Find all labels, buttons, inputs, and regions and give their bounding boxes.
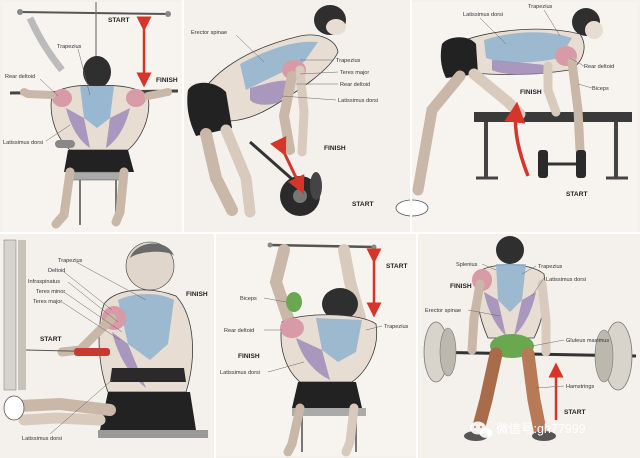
label-deltoid: Deltoid bbox=[48, 268, 65, 274]
label-erector-spinae: Erector spinae bbox=[191, 30, 227, 36]
panel-bent-over-row: Erector spinae Trapezius Teres major Rea… bbox=[184, 2, 410, 232]
panel-seated-cable-row: Trapezius Deltoid Infraspinatus Teres mi… bbox=[2, 234, 214, 456]
watermark-text: 微信号:gh77999 bbox=[496, 422, 586, 436]
label-splenius: Splenius bbox=[456, 262, 478, 268]
panel-chin-up: Biceps Rear deltoid Latissimus dorsi Tra… bbox=[216, 234, 416, 457]
label-teres-major: Teres major bbox=[33, 299, 62, 305]
panel-one-arm-row: Latissimus dorsi Trapezius Rear deltoid … bbox=[395, 2, 638, 232]
wechat-icon bbox=[470, 421, 493, 438]
label-rear-deltoid: Rear deltoid bbox=[584, 64, 614, 70]
label-gluteus-maximus: Gluteus maximus bbox=[566, 338, 609, 344]
label-trapezius: Trapezius bbox=[58, 258, 83, 264]
marker-start: START bbox=[108, 17, 130, 24]
label-trapezius: Trapezius bbox=[336, 58, 361, 64]
marker-start: START bbox=[40, 336, 62, 343]
label-teres-minor: Teres minor bbox=[36, 289, 65, 295]
marker-finish: FINISH bbox=[450, 283, 472, 290]
marker-start: START bbox=[352, 201, 374, 208]
label-latissimus-dorsi: Latissimus dorsi bbox=[3, 140, 43, 146]
marker-finish: FINISH bbox=[520, 89, 542, 96]
marker-finish: FINISH bbox=[324, 145, 346, 152]
label-rear-deltoid: Rear deltoid bbox=[224, 328, 254, 334]
marker-start: START bbox=[564, 409, 586, 416]
label-hamstrings: Hamstrings bbox=[566, 384, 594, 390]
label-biceps: Biceps bbox=[240, 296, 257, 302]
label-trapezius: Trapezius bbox=[384, 324, 409, 330]
label-latissimus-dorsi: Latissimus dorsi bbox=[220, 370, 260, 376]
label-trapezius: Trapezius bbox=[538, 264, 563, 270]
marker-finish: FINISH bbox=[156, 77, 178, 84]
label-latissimus-dorsi: Latissimus dorsi bbox=[546, 277, 586, 283]
label-biceps: Biceps bbox=[592, 86, 609, 92]
marker-start: START bbox=[386, 263, 408, 270]
marker-finish: FINISH bbox=[238, 353, 260, 360]
label-trapezius: Trapezius bbox=[528, 4, 553, 10]
label-infraspinatus: Infraspinatus bbox=[28, 279, 60, 285]
label-teres-major: Teres major bbox=[340, 70, 369, 76]
label-rear-deltoid: Rear deltoid bbox=[5, 74, 35, 80]
label-rear-deltoid: Rear deltoid bbox=[340, 82, 370, 88]
label-latissimus-dorsi: Latissimus dorsi bbox=[463, 12, 503, 18]
marker-start: START bbox=[566, 191, 588, 198]
panel-lat-pulldown: Trapezius Rear deltoid Latissimus dorsi … bbox=[2, 2, 182, 232]
watermark: 微信号:gh77999 bbox=[470, 421, 586, 438]
label-latissimus-dorsi: Latissimus dorsi bbox=[22, 436, 62, 442]
label-erector-spinae: Erector spinae bbox=[425, 308, 461, 314]
marker-finish: FINISH bbox=[186, 291, 208, 298]
label-trapezius: Trapezius bbox=[57, 44, 82, 50]
label-latissimus-dorsi: Latissimus dorsi bbox=[338, 98, 378, 104]
panel-deadlift: Splenius Trapezius Latissimus dorsi Erec… bbox=[418, 234, 638, 456]
